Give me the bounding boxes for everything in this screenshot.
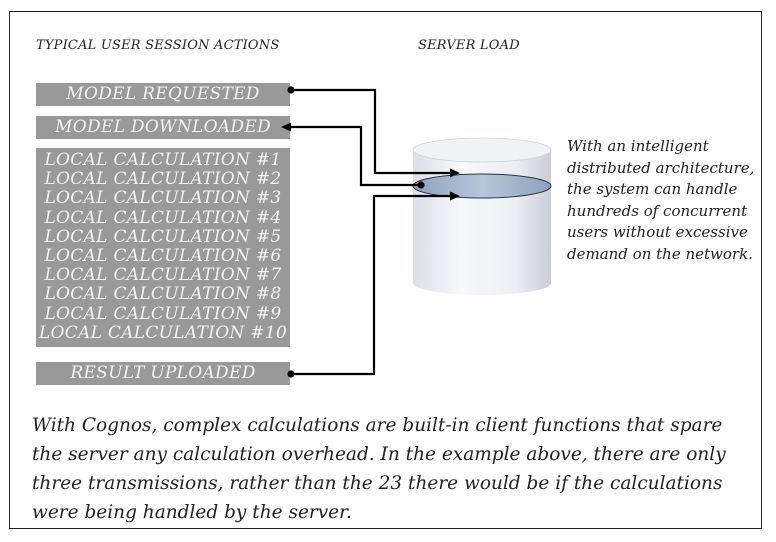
local-calculations-block: LOCAL CALCULATION #1 LOCAL CALCULATION #… (36, 148, 290, 347)
local-calculation-1: LOCAL CALCULATION #1 (44, 150, 282, 170)
local-calculation-2: LOCAL CALCULATION #2 (44, 169, 282, 190)
local-calculation-3: LOCAL CALCULATION #3 (44, 188, 282, 209)
user-actions-heading: TYPICAL USER SESSION ACTIONS (36, 38, 280, 53)
upload-connector (287, 191, 460, 378)
architecture-note: With an intelligent distributed architec… (567, 137, 755, 263)
local-calculation-6: LOCAL CALCULATION #6 (44, 245, 282, 266)
local-calculation-9: LOCAL CALCULATION #9 (44, 303, 282, 324)
local-calculation-5: LOCAL CALCULATION #5 (44, 226, 282, 247)
result-uploaded-bar: RESULT UPLOADED (36, 362, 290, 385)
local-calculation-8: LOCAL CALCULATION #8 (44, 284, 282, 305)
model-requested-bar: MODEL REQUESTED (36, 83, 290, 106)
caption-text: With Cognos, complex calculations are bu… (32, 415, 726, 523)
request-connector (287, 86, 460, 178)
local-calculation-10: LOCAL CALCULATION #10 (38, 322, 288, 343)
model-downloaded-bar: MODEL DOWNLOADED (36, 116, 290, 139)
local-calculation-4: LOCAL CALCULATION #4 (44, 207, 282, 228)
download-connector (281, 122, 425, 189)
local-calculation-7: LOCAL CALCULATION #7 (44, 265, 282, 286)
server-cylinder (412, 137, 552, 295)
server-load-heading: SERVER LOAD (418, 38, 520, 53)
